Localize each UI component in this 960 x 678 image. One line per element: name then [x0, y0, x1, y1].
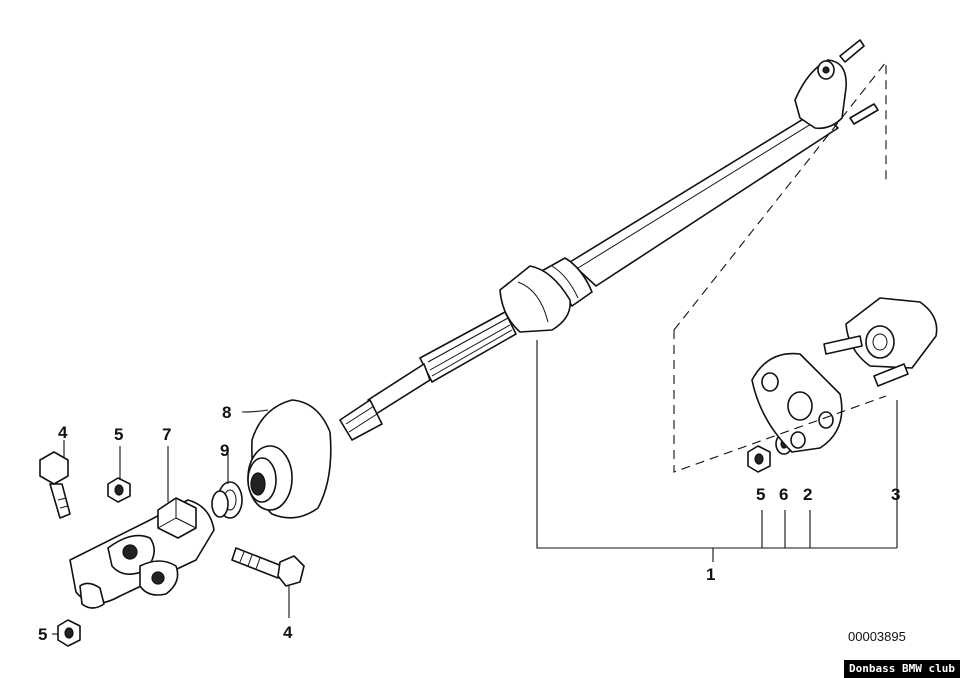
leader-lines [52, 400, 898, 635]
callout-5-upper: 5 [114, 425, 123, 444]
dashed-guide-lower [673, 330, 887, 473]
callout-7: 7 [162, 425, 171, 444]
callout-5-lower: 5 [38, 625, 47, 644]
coupling-block [823, 297, 938, 387]
callout-1: 1 [706, 565, 715, 584]
callout-4-right: 4 [283, 623, 293, 642]
nut-upper [107, 477, 131, 503]
bolt-right [231, 547, 305, 587]
rubber-boot [247, 399, 332, 519]
group-bracket [536, 340, 898, 562]
dashed-guide-upper [673, 60, 887, 331]
clamp-block [157, 497, 197, 539]
steering-shaft [339, 39, 879, 441]
callout-2: 2 [803, 485, 812, 504]
bolt-left [39, 451, 71, 519]
callout-3: 3 [891, 485, 900, 504]
callout-8: 8 [222, 403, 231, 422]
ring-seal [211, 481, 243, 519]
callout-4-left: 4 [58, 423, 68, 442]
flange-plate [751, 352, 843, 453]
nut-right [747, 445, 771, 473]
callout-9: 9 [220, 441, 229, 460]
watermark-label: Donbass BMW club [844, 660, 960, 678]
callout-5-right: 5 [756, 485, 765, 504]
diagram-part-number: 00003895 [848, 629, 906, 644]
nut-lower [57, 619, 81, 647]
callout-6: 6 [779, 485, 788, 504]
